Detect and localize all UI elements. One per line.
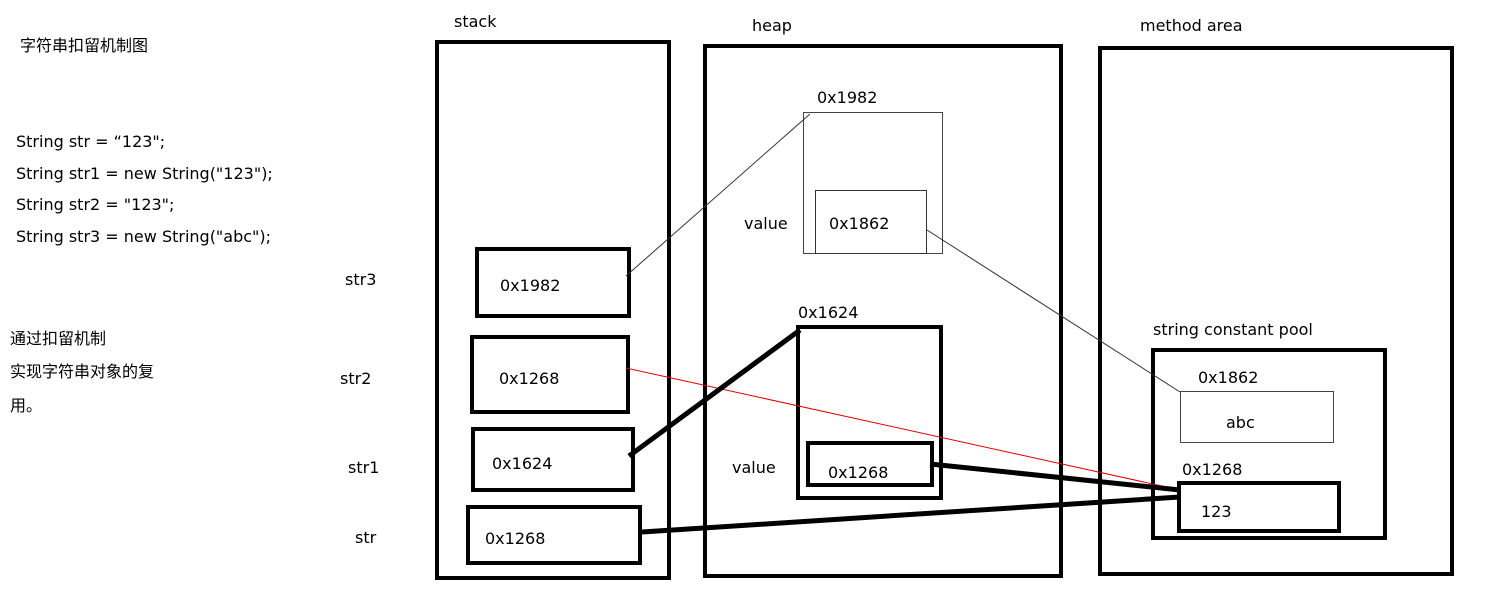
stack-str2-value: 0x1268 bbox=[499, 369, 560, 388]
note-line-1: 通过扣留机制 bbox=[10, 329, 107, 348]
stack-var-str1-label: str1 bbox=[348, 458, 380, 477]
note-line-3: 用。 bbox=[10, 396, 43, 415]
obj-1982-field-value: 0x1862 bbox=[829, 214, 890, 233]
obj-1624-field-label: value bbox=[732, 458, 776, 477]
obj-1624-address: 0x1624 bbox=[798, 303, 859, 322]
stack-str-value: 0x1268 bbox=[485, 529, 546, 548]
obj-1624-field-value: 0x1268 bbox=[828, 463, 889, 482]
stack-str3-value: 0x1982 bbox=[500, 276, 561, 295]
stack-var-str2-label: str2 bbox=[340, 369, 372, 388]
note-line-2: 实现字符串对象的复 bbox=[10, 362, 155, 381]
stack-slot-str bbox=[466, 505, 642, 565]
pool-abc-address: 0x1862 bbox=[1198, 368, 1259, 387]
stack-var-str-label: str bbox=[355, 528, 377, 547]
code-line-3: String str2 = "123"; bbox=[16, 195, 175, 214]
pool-123-address: 0x1268 bbox=[1182, 460, 1243, 479]
code-line-2: String str1 = new String("123"); bbox=[16, 164, 273, 183]
heap-label: heap bbox=[752, 16, 792, 35]
obj-1982-address: 0x1982 bbox=[817, 88, 878, 107]
diagram-title: 字符串扣留机制图 bbox=[20, 36, 149, 55]
pool-123-content: 123 bbox=[1201, 502, 1232, 521]
pool-entry-abc bbox=[1180, 391, 1334, 443]
method-area-label: method area bbox=[1140, 16, 1243, 35]
stack-label: stack bbox=[454, 12, 497, 31]
obj-1982-value-box bbox=[815, 190, 927, 254]
stack-slot-str3 bbox=[475, 247, 631, 318]
pool-abc-content: abc bbox=[1226, 413, 1255, 432]
pool-label: string constant pool bbox=[1153, 320, 1313, 339]
code-line-1: String str = “123"; bbox=[16, 132, 166, 151]
stack-var-str3-label: str3 bbox=[345, 270, 377, 289]
stack-str1-value: 0x1624 bbox=[492, 454, 553, 473]
code-line-4: String str3 = new String("abc"); bbox=[16, 227, 272, 246]
obj-1982-field-label: value bbox=[744, 214, 788, 233]
